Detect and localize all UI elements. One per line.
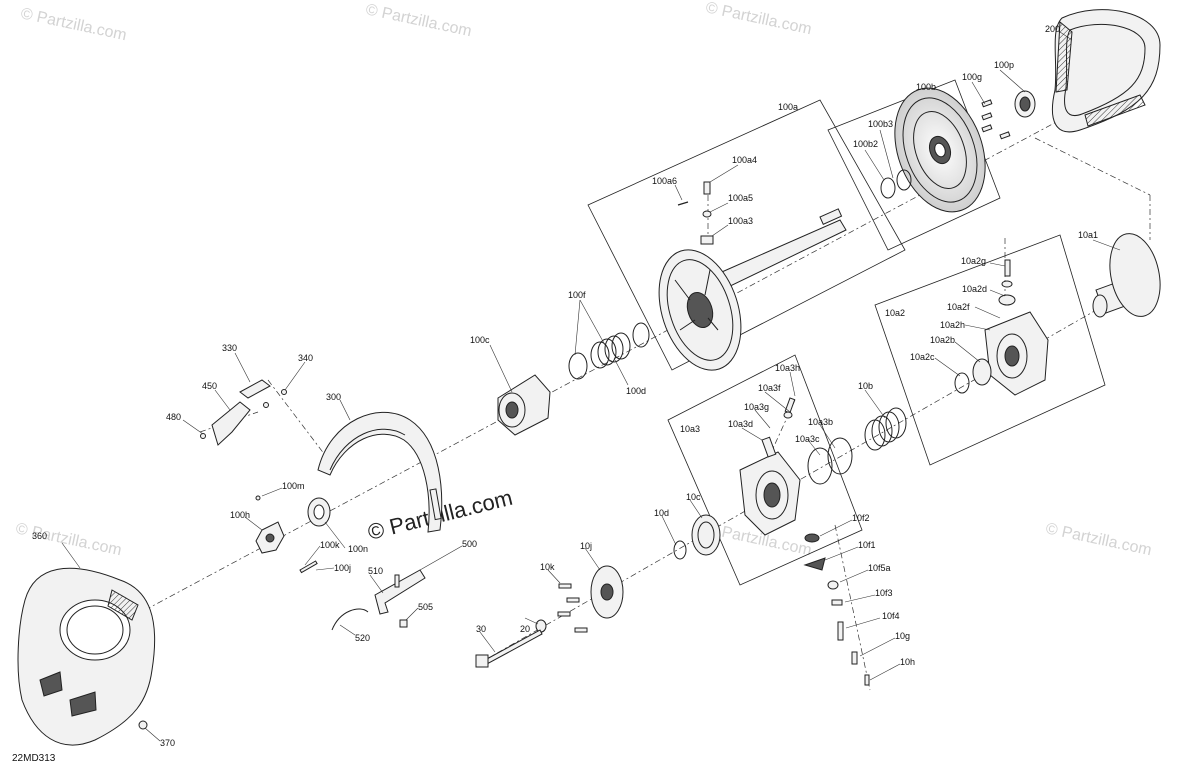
callout-label: 10a3b bbox=[808, 417, 833, 427]
callout-label: 10f2 bbox=[852, 513, 870, 523]
callout-label: 10a2h bbox=[940, 320, 965, 330]
spring-10b bbox=[864, 407, 907, 451]
callout-label: 10a3h bbox=[775, 363, 800, 373]
bearing-100p bbox=[1014, 90, 1036, 118]
callout-label: 10a3 bbox=[680, 424, 700, 434]
callout-label: 330 bbox=[222, 343, 237, 353]
watermark-text: © Partzilla.com bbox=[1044, 520, 1153, 559]
callout-label: 10c bbox=[686, 492, 701, 502]
small-parts-100h-100n bbox=[255, 495, 331, 574]
screws-100g bbox=[981, 99, 1011, 140]
callout-label: 100n bbox=[348, 544, 368, 554]
callout-label: 505 bbox=[418, 602, 433, 612]
callout-label: 100f bbox=[568, 290, 586, 300]
leader-lines bbox=[61, 31, 1121, 742]
watermark-text: © Partzilla.com bbox=[704, 0, 813, 38]
watermark-text: © Partzilla.com bbox=[364, 1, 473, 40]
callout-label: 10a2b bbox=[930, 335, 955, 345]
callout-label: 480 bbox=[166, 412, 181, 422]
callout-label: 100b bbox=[916, 82, 936, 92]
fixed-sheave-10a1 bbox=[1092, 233, 1161, 318]
flange-10j bbox=[475, 565, 624, 668]
callout-label: 10a2g bbox=[961, 256, 986, 266]
callout-label: 10f3 bbox=[875, 588, 893, 598]
callout-label: 10f5a bbox=[868, 563, 891, 573]
callout-label: 360 bbox=[32, 531, 47, 541]
housing-360 bbox=[17, 567, 156, 746]
callout-label: 100c bbox=[470, 335, 490, 345]
callout-label: 100m bbox=[282, 481, 305, 491]
callout-label: 100g bbox=[962, 72, 982, 82]
callout-label: 10a3c bbox=[795, 434, 820, 444]
callout-label: 100a6 bbox=[652, 176, 677, 186]
movable-sheave-10a3 bbox=[739, 397, 853, 536]
callout-label: 100b3 bbox=[868, 119, 893, 129]
bracket-500 bbox=[331, 569, 426, 631]
watermark-text: © Partzilla.com bbox=[14, 520, 123, 559]
callout-label: 10a2f bbox=[947, 302, 970, 312]
frame-10a2 bbox=[874, 234, 1106, 466]
watermark-text: © Partzilla.com bbox=[19, 5, 128, 44]
callout-label: 100a bbox=[778, 102, 798, 112]
callout-label: 100a5 bbox=[728, 193, 753, 203]
callout-label: 10a2d bbox=[962, 284, 987, 294]
callout-label: 10a3f bbox=[758, 383, 781, 393]
callout-label: 10f4 bbox=[882, 611, 900, 621]
bracket-parts-330-480 bbox=[200, 379, 287, 446]
callout-label: 10h bbox=[900, 657, 915, 667]
callout-label: 450 bbox=[202, 381, 217, 391]
callout-labels: 200 100p 100g 100b 100b3 100b2 100a 100a… bbox=[32, 24, 1098, 748]
driven-sheave-100b bbox=[894, 87, 986, 213]
callout-label: 10a3g bbox=[744, 402, 769, 412]
callout-label: 10a1 bbox=[1078, 230, 1098, 240]
callout-label: 500 bbox=[462, 539, 477, 549]
callout-label: 10a3d bbox=[728, 419, 753, 429]
callout-label: 10a2 bbox=[885, 308, 905, 318]
callout-label: 100h bbox=[230, 510, 250, 520]
callout-label: 30 bbox=[476, 624, 486, 634]
rings-100b2-100b3 bbox=[880, 169, 912, 199]
callout-label: 10a2c bbox=[910, 352, 935, 362]
callout-label: 300 bbox=[326, 392, 341, 402]
callout-label: 370 bbox=[160, 738, 175, 748]
callout-label: 100a3 bbox=[728, 216, 753, 226]
screw-stack-100a bbox=[677, 181, 714, 245]
callout-label: 10f1 bbox=[858, 540, 876, 550]
callout-label: 200 bbox=[1045, 24, 1060, 34]
callout-label: 100d bbox=[626, 386, 646, 396]
callout-label: 520 bbox=[355, 633, 370, 643]
spider-10a2 bbox=[954, 259, 1049, 396]
cam-100c bbox=[497, 374, 551, 436]
callout-label: 100j bbox=[334, 563, 351, 573]
callout-label: 100b2 bbox=[853, 139, 878, 149]
bushing-10c-ring-10d bbox=[673, 514, 721, 560]
callout-label: 100p bbox=[994, 60, 1014, 70]
belt-guard-300 bbox=[317, 411, 443, 533]
frame-100a bbox=[587, 99, 906, 371]
callout-label: 10j bbox=[580, 541, 592, 551]
watermarks: © Partzilla.com © Partzilla.com © Partzi… bbox=[14, 0, 1153, 559]
callout-label: 20 bbox=[520, 624, 530, 634]
callout-label: 510 bbox=[368, 566, 383, 576]
callout-label: 10d bbox=[654, 508, 669, 518]
fixed-sheave-shaft-100a bbox=[658, 208, 847, 371]
drive-belt-200 bbox=[1051, 9, 1161, 133]
pin-stack-10f-10h bbox=[803, 533, 870, 686]
diagram-code: 22MD313 bbox=[12, 753, 56, 764]
callout-label: 10k bbox=[540, 562, 555, 572]
callout-label: 340 bbox=[298, 353, 313, 363]
spring-100d bbox=[568, 322, 650, 380]
callout-label: 100k bbox=[320, 540, 340, 550]
callout-label: 10b bbox=[858, 381, 873, 391]
callout-label: 10g bbox=[895, 631, 910, 641]
callout-label: 100a4 bbox=[732, 155, 757, 165]
